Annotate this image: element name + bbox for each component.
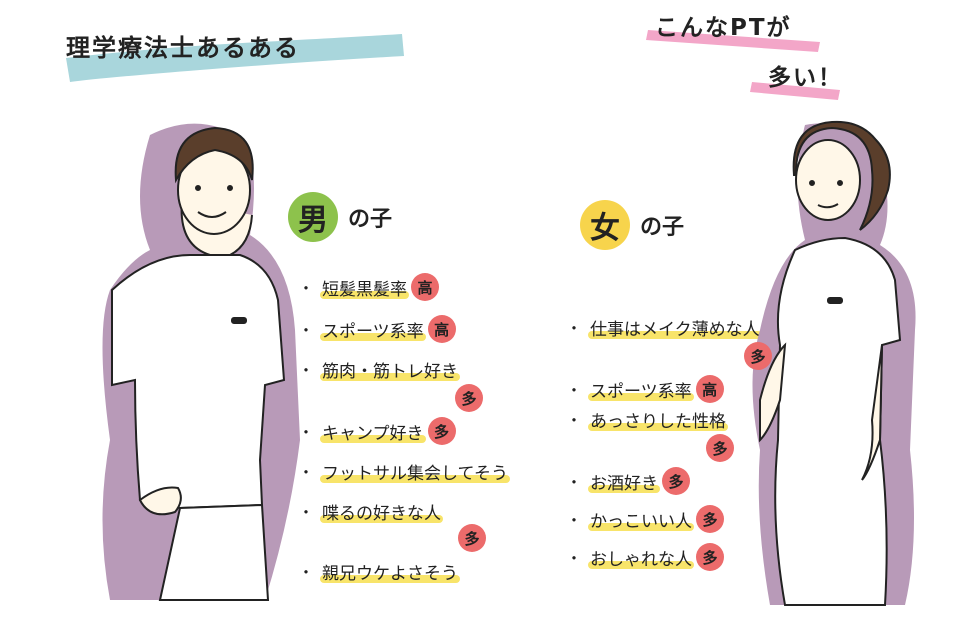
male-figure bbox=[111, 126, 286, 601]
item-text: 親兄ウケよさそう bbox=[320, 559, 461, 584]
title-left: 理学療法士あるある bbox=[66, 28, 300, 63]
badge: 多 bbox=[458, 524, 486, 552]
bullet-dot: ・ bbox=[298, 279, 315, 298]
item-text: お酒好き bbox=[588, 469, 661, 494]
list-item: ・ お酒好き 多 bbox=[566, 466, 762, 496]
female-list: ・ 仕事はメイク薄めな人 多 ・ スポーツ系率 高 ・ あっさりした性格 多 ・… bbox=[566, 312, 772, 572]
bullet-dot: ・ bbox=[298, 321, 315, 340]
item-text: 喋るの好きな人 bbox=[320, 499, 444, 524]
bullet-dot: ・ bbox=[566, 319, 583, 338]
badge: 多 bbox=[455, 384, 483, 412]
list-item: ・ かっこいい人 多 bbox=[566, 504, 762, 534]
item-text: フットサル集会してそう bbox=[320, 459, 510, 484]
bullet-dot: ・ bbox=[566, 473, 583, 492]
badge: 多 bbox=[427, 417, 456, 445]
female-heading: 女 の子 bbox=[580, 200, 684, 250]
badge: 多 bbox=[744, 342, 772, 370]
badge: 多 bbox=[696, 505, 725, 533]
title-left-text: 理学療法士あるある bbox=[66, 34, 300, 62]
list-item: ・ 筋肉・筋トレ好き bbox=[298, 354, 510, 384]
male-heading-suffix: の子 bbox=[348, 207, 393, 232]
item-text: おしゃれな人 bbox=[588, 545, 695, 570]
list-item: ・ スポーツ系率 高 bbox=[566, 374, 762, 404]
badge: 高 bbox=[411, 273, 440, 301]
badge: 高 bbox=[695, 375, 724, 403]
item-text: あっさりした性格 bbox=[588, 407, 729, 432]
item-text: かっこいい人 bbox=[588, 507, 695, 532]
male-kanji-circle: 男 bbox=[288, 192, 338, 242]
badge: 多 bbox=[662, 467, 691, 495]
list-item: ・ 親兄ウケよさそう bbox=[298, 556, 510, 586]
female-heading-suffix: の子 bbox=[640, 215, 685, 240]
list-item: ・ フットサル集会してそう bbox=[298, 456, 510, 486]
male-heading: 男 の子 bbox=[288, 192, 392, 242]
title-highlight-right-1 bbox=[646, 30, 820, 52]
bullet-dot: ・ bbox=[298, 503, 315, 522]
male-list: ・ 短髪黒髪率 高 ・ スポーツ系率 高 ・ 筋肉・筋トレ好き 多 ・ キャンプ… bbox=[298, 272, 510, 586]
list-item: ・ おしゃれな人 多 bbox=[566, 542, 762, 572]
bullet-dot: ・ bbox=[566, 549, 583, 568]
list-item: ・ キャンプ好き 多 bbox=[298, 416, 510, 446]
item-text: 筋肉・筋トレ好き bbox=[320, 357, 461, 382]
title-right-line2: 多い！ bbox=[768, 65, 843, 91]
bullet-dot: ・ bbox=[298, 361, 315, 380]
bullet-dot: ・ bbox=[298, 563, 315, 582]
badge: 多 bbox=[696, 543, 725, 571]
list-item: ・ 短髪黒髪率 高 bbox=[298, 272, 510, 302]
item-text: スポーツ系率 bbox=[588, 377, 694, 402]
item-text: スポーツ系率 bbox=[320, 317, 426, 342]
bullet-dot: ・ bbox=[566, 511, 583, 530]
item-text: 短髪黒髪率 bbox=[320, 275, 410, 300]
list-item: ・ 喋るの好きな人 bbox=[298, 496, 510, 526]
badge-row: 多 bbox=[298, 384, 510, 412]
list-item: ・ スポーツ系率 高 bbox=[298, 314, 510, 344]
title-highlight-right-2 bbox=[750, 82, 840, 100]
bullet-dot: ・ bbox=[566, 411, 583, 430]
badge: 高 bbox=[427, 315, 456, 343]
bullet-dot: ・ bbox=[298, 463, 315, 482]
item-text: 仕事はメイク薄めな人 bbox=[588, 315, 762, 340]
bullet-dot: ・ bbox=[566, 381, 583, 400]
list-item: ・ 仕事はメイク薄めな人 bbox=[566, 312, 762, 342]
badge-row: 多 bbox=[566, 342, 772, 370]
badge-row: 多 bbox=[298, 524, 510, 552]
badge: 多 bbox=[706, 434, 734, 462]
title-right-line1: こんなPTが bbox=[655, 15, 792, 41]
female-figure bbox=[759, 120, 902, 606]
badge-row: 多 bbox=[566, 434, 762, 462]
item-text: キャンプ好き bbox=[320, 419, 426, 444]
bullet-dot: ・ bbox=[298, 423, 315, 442]
list-item: ・ あっさりした性格 bbox=[566, 404, 762, 434]
female-kanji-circle: 女 bbox=[580, 200, 630, 250]
title-highlight-left bbox=[66, 34, 404, 82]
